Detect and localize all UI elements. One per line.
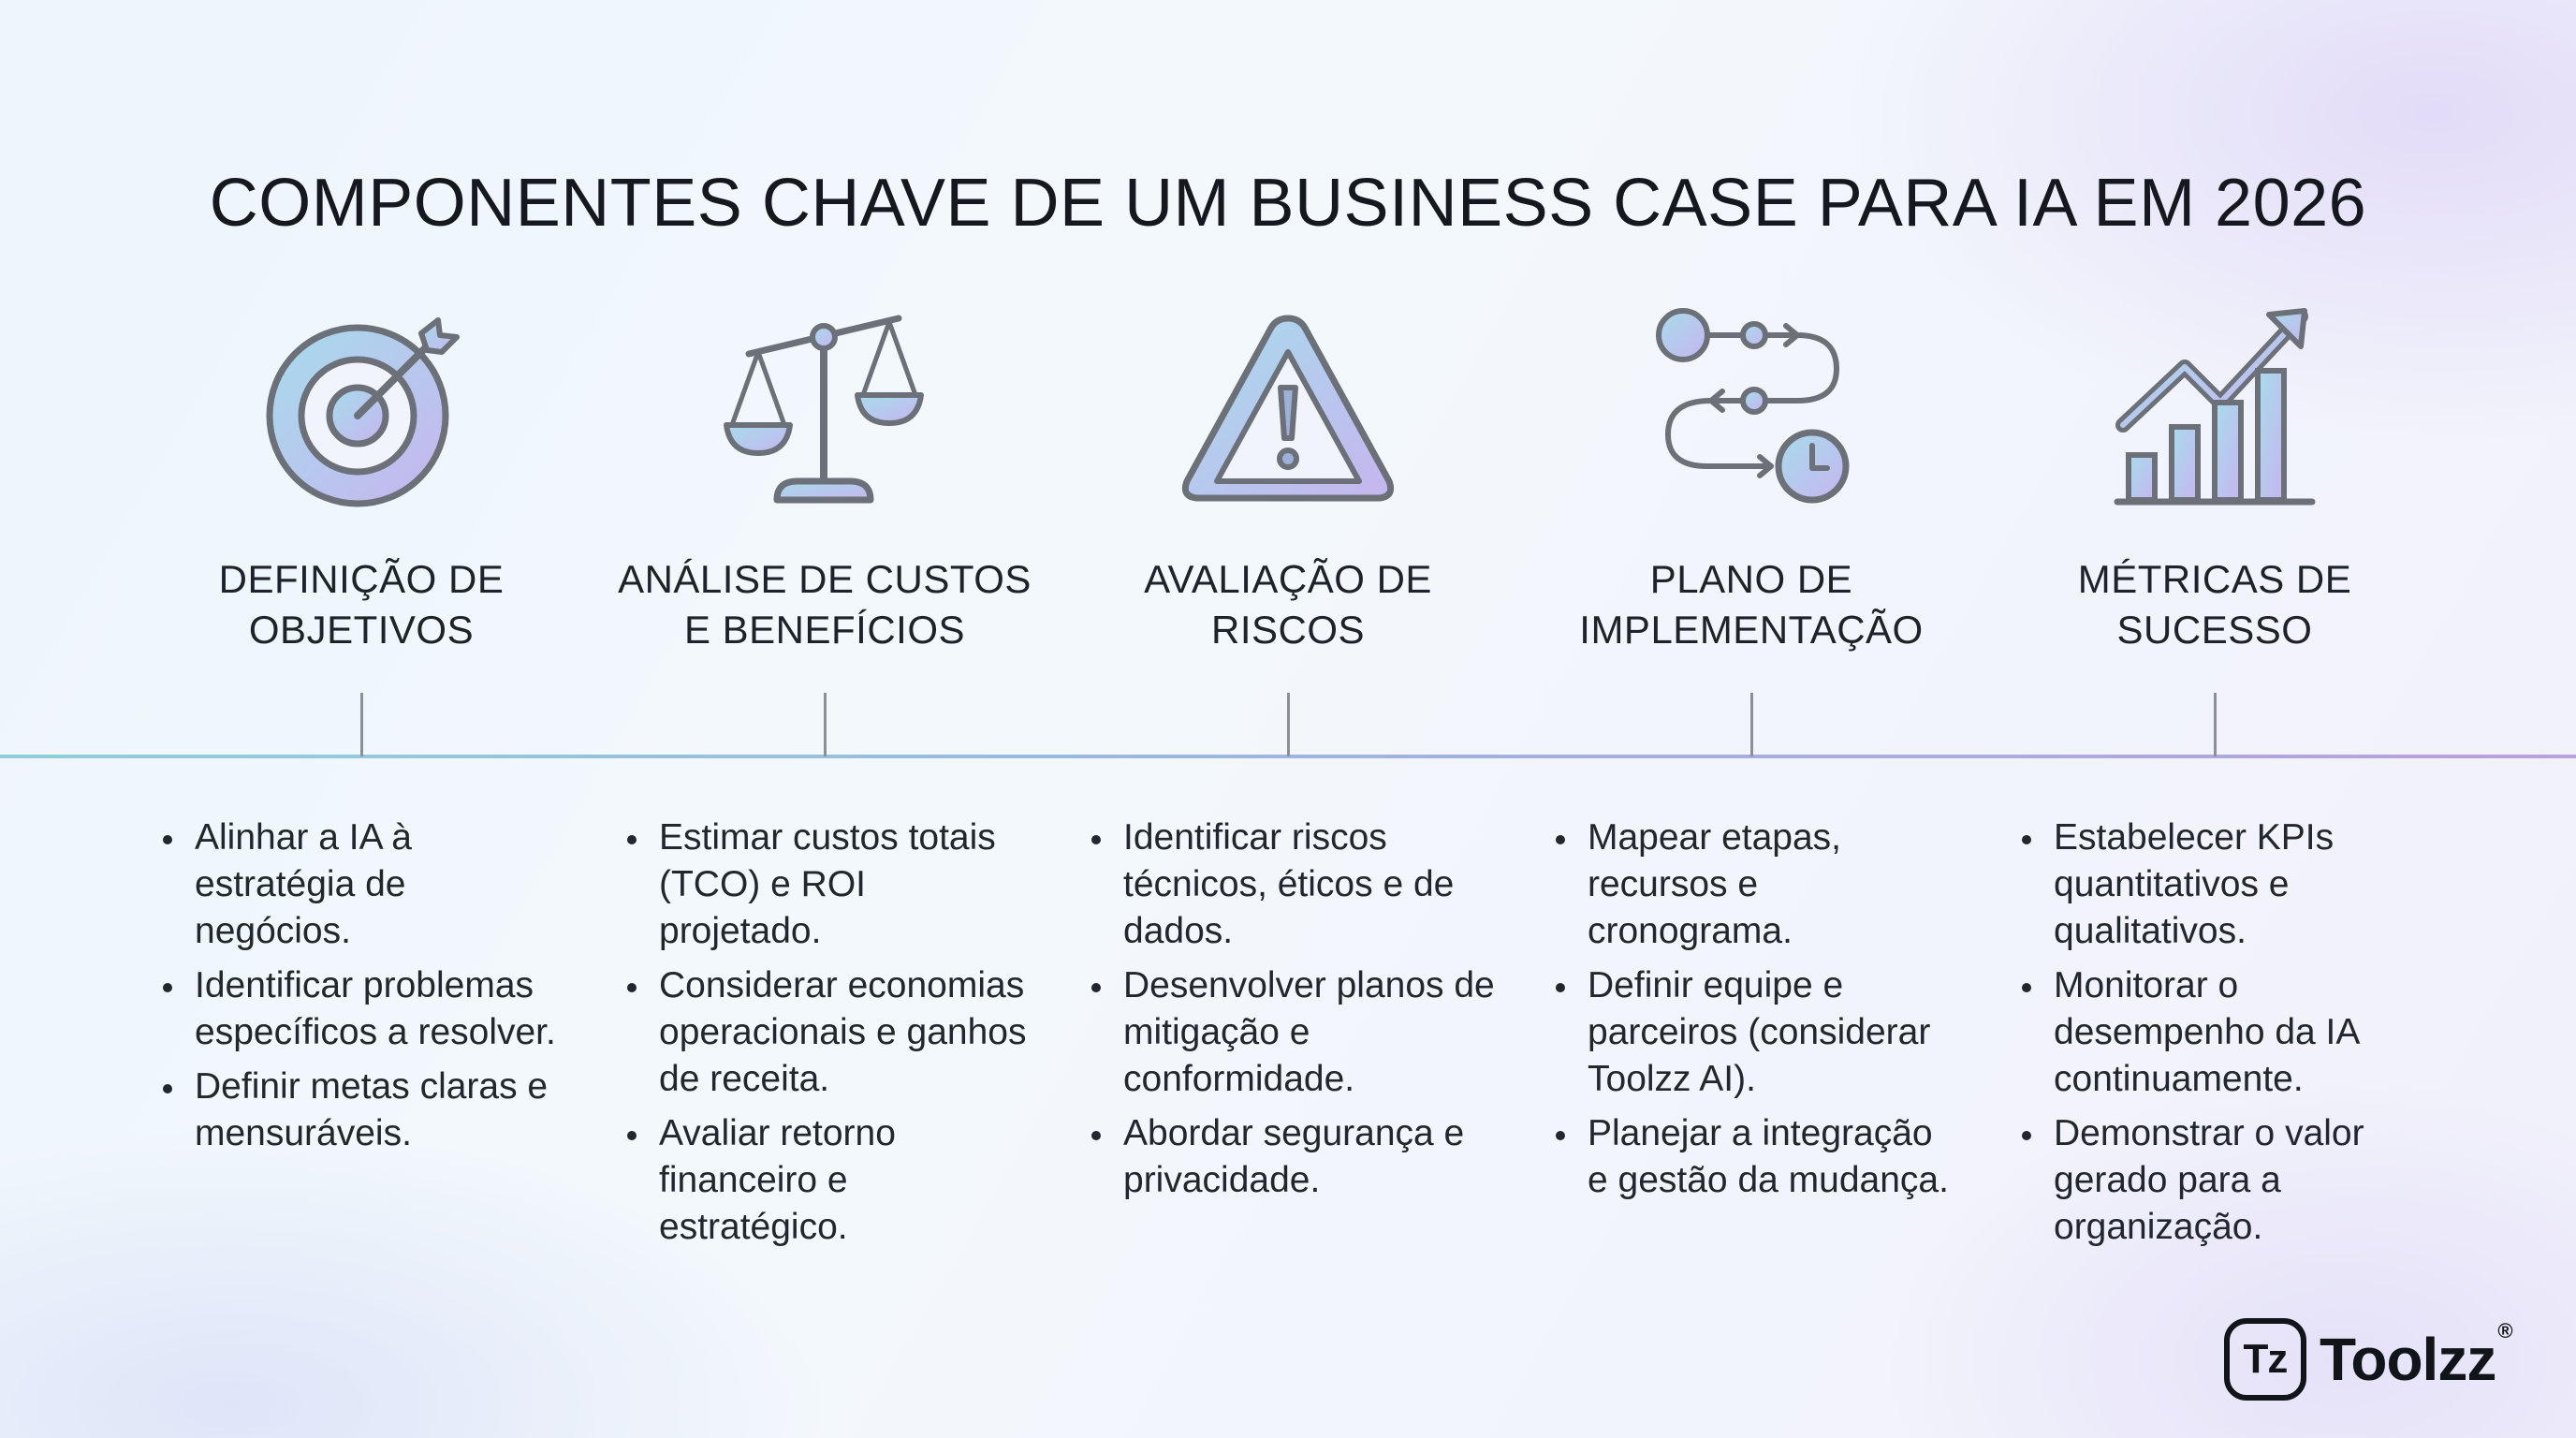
column-title-implementacao: PLANO DE IMPLEMENTAÇÃO <box>1517 554 1985 655</box>
toolzz-logo: Tz Toolzz® <box>2224 1314 2513 1404</box>
list-item: Monitorar o desempenho da IA continuamen… <box>2016 962 2428 1103</box>
column-title-line: PLANO DE <box>1649 557 1853 601</box>
logo-name: Toolzz <box>2320 1326 2496 1393</box>
growth-bar-chart-icon <box>2104 298 2329 522</box>
list-item: Identificar riscos técnicos, éticos e de… <box>1086 814 1498 955</box>
target-icon <box>247 298 472 522</box>
timeline-tick <box>2214 693 2217 756</box>
list-item: Definir metas claras e mensuráveis. <box>157 1064 569 1157</box>
timeline-tick <box>1287 693 1290 756</box>
process-flow-clock-icon <box>1640 298 1865 522</box>
column-title-line: AVALIAÇÃO DE <box>1144 557 1432 601</box>
registered-mark: ® <box>2497 1319 2512 1343</box>
bullet-list-riscos: Identificar riscos técnicos, éticos e de… <box>1086 814 1498 1211</box>
bullet-list-custos: Estimar custos totais (TCO) e ROI projet… <box>622 814 1033 1258</box>
column-title-line: E BENEFÍCIOS <box>683 608 966 652</box>
list-item: Planejar a integração e gestão da mudanç… <box>1550 1110 1962 1204</box>
column-title-line: RISCOS <box>1210 608 1366 652</box>
column-title-line: ANÁLISE DE CUSTOS <box>618 557 1032 601</box>
list-item: Considerar economias operacionais e ganh… <box>622 962 1033 1103</box>
column-title-riscos: AVALIAÇÃO DE RISCOS <box>1054 554 1522 655</box>
list-item: Estimar custos totais (TCO) e ROI projet… <box>622 814 1033 955</box>
page-title: COMPONENTES CHAVE DE UM BUSINESS CASE PA… <box>209 166 2367 242</box>
list-item: Alinhar a IA à estratégia de negócios. <box>157 814 569 955</box>
bullet-list-objetivos: Alinhar a IA à estratégia de negócios. I… <box>157 814 569 1165</box>
column-title-line: MÉTRICAS DE <box>2077 557 2352 601</box>
column-title-metricas: MÉTRICAS DE SUCESSO <box>1981 554 2449 655</box>
list-item: Identificar problemas específicos a reso… <box>157 962 569 1056</box>
balance-scale-icon <box>711 298 936 522</box>
list-item: Avaliar retorno financeiro e estratégico… <box>622 1110 1033 1251</box>
column-title-objetivos: DEFINIÇÃO DE OBJETIVOS <box>127 554 595 655</box>
column-title-line: OBJETIVOS <box>248 608 475 652</box>
bullet-list-implementacao: Mapear etapas, recursos e cronograma. De… <box>1550 814 1962 1211</box>
timeline-tick <box>360 693 363 756</box>
list-item: Demonstrar o valor gerado para a organiz… <box>2016 1110 2428 1251</box>
list-item: Mapear etapas, recursos e cronograma. <box>1550 814 1962 955</box>
column-title-line: SUCESSO <box>2116 608 2313 652</box>
list-item: Estabelecer KPIs quantitativos e qualita… <box>2016 814 2428 955</box>
list-item: Desenvolver planos de mitigação e confor… <box>1086 962 1498 1103</box>
column-title-line: IMPLEMENTAÇÃO <box>1579 608 1924 652</box>
column-title-line: DEFINIÇÃO DE <box>218 557 505 601</box>
warning-triangle-icon <box>1176 298 1400 522</box>
column-title-custos: ANÁLISE DE CUSTOS E BENEFÍCIOS <box>591 554 1059 655</box>
list-item: Abordar segurança e privacidade. <box>1086 1110 1498 1204</box>
bullet-list-metricas: Estabelecer KPIs quantitativos e qualita… <box>2016 814 2428 1258</box>
logo-wordmark: Toolzz® <box>2320 1319 2513 1394</box>
list-item: Definir equipe e parceiros (considerar T… <box>1550 962 1962 1103</box>
timeline-axis <box>0 755 2576 758</box>
timeline-tick <box>824 693 827 756</box>
timeline-tick <box>1750 693 1753 756</box>
logo-mark: Tz <box>2224 1318 2306 1401</box>
